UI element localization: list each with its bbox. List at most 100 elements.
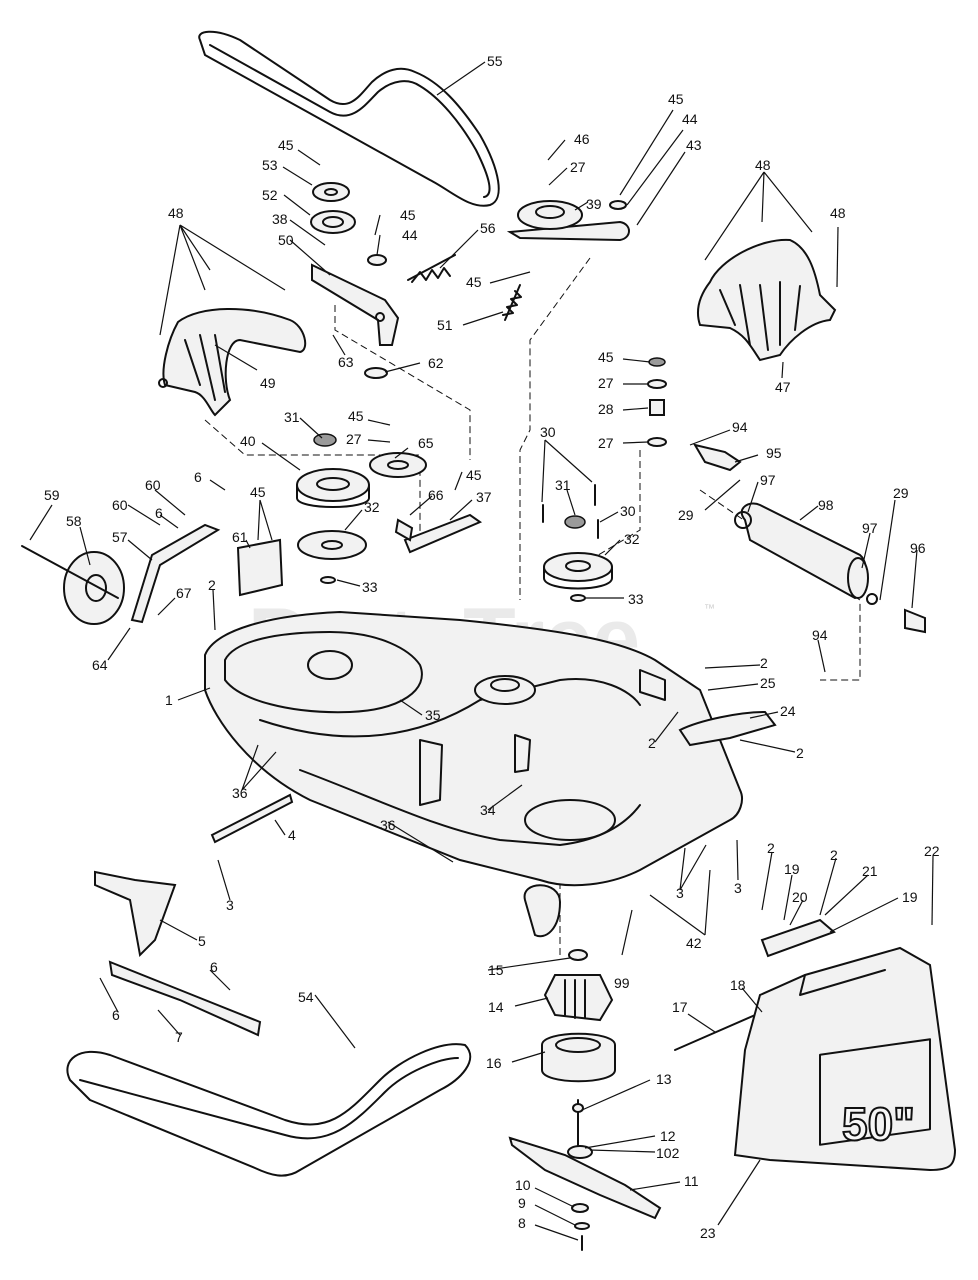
callout-95: 95 <box>766 445 782 461</box>
callout-6: 6 <box>155 505 163 521</box>
callout-32: 32 <box>624 531 640 547</box>
bracket-5 <box>94 870 177 958</box>
callout-33: 33 <box>628 591 644 607</box>
callout-45: 45 <box>668 91 684 107</box>
wheel-axle-bolt <box>21 545 119 599</box>
callout-66: 66 <box>428 487 444 503</box>
callout-6: 6 <box>194 469 202 485</box>
callout-20: 20 <box>792 889 808 905</box>
callout-40: 40 <box>240 433 256 449</box>
callout-36: 36 <box>380 817 396 833</box>
hinge-bracket <box>760 918 836 958</box>
callout-21: 21 <box>862 863 878 879</box>
callout-16: 16 <box>486 1055 502 1071</box>
gauge-wheel <box>63 551 125 625</box>
callout-45: 45 <box>400 207 416 223</box>
callout-2: 2 <box>767 840 775 856</box>
callout-1: 1 <box>165 692 173 708</box>
callout-5: 5 <box>198 933 206 949</box>
callout-45: 45 <box>250 484 266 500</box>
callout-42: 42 <box>686 935 702 951</box>
bar-7 <box>108 960 262 1037</box>
callout-9: 9 <box>518 1195 526 1211</box>
callout-97: 97 <box>862 520 878 536</box>
callout-24: 24 <box>780 703 796 719</box>
callout-63: 63 <box>338 354 354 370</box>
pulley-53 <box>312 182 350 202</box>
callout-13: 13 <box>656 1071 672 1087</box>
callout-99: 99 <box>614 975 630 991</box>
callout-25: 25 <box>760 675 776 691</box>
right-shield <box>697 238 837 362</box>
callout-60: 60 <box>145 477 161 493</box>
callout-97: 97 <box>760 472 776 488</box>
callout-96: 96 <box>910 540 926 556</box>
callout-14: 14 <box>488 999 504 1015</box>
spindle-housing <box>543 974 614 1022</box>
callout-35: 35 <box>425 707 441 723</box>
watermark-trademark: ™ <box>704 603 715 615</box>
callout-55: 55 <box>487 53 503 69</box>
callout-4: 4 <box>288 827 296 843</box>
callout-52: 52 <box>262 187 278 203</box>
spring-56 <box>407 254 456 283</box>
callout-22: 22 <box>924 843 940 859</box>
callout-45: 45 <box>466 274 482 290</box>
callout-53: 53 <box>262 157 278 173</box>
strap-4 <box>210 793 294 844</box>
idler-bracket <box>311 263 400 346</box>
callout-65: 65 <box>418 435 434 451</box>
callout-45: 45 <box>348 408 364 424</box>
callout-102: 102 <box>656 1145 680 1161</box>
callout-27: 27 <box>570 159 586 175</box>
mower-blade <box>508 1136 662 1220</box>
callout-19: 19 <box>902 889 918 905</box>
callout-2: 2 <box>208 577 216 593</box>
callout-30: 30 <box>540 424 556 440</box>
callout-45: 45 <box>278 137 294 153</box>
callout-47: 47 <box>775 379 791 395</box>
callout-29: 29 <box>678 507 694 523</box>
spring-51 <box>502 284 522 321</box>
callout-31: 31 <box>284 409 300 425</box>
bracket-95 <box>692 443 742 472</box>
callout-6: 6 <box>210 959 218 975</box>
callout-44: 44 <box>402 227 418 243</box>
callout-10: 10 <box>515 1177 531 1193</box>
callout-19: 19 <box>784 861 800 877</box>
callout-31: 31 <box>555 477 571 493</box>
callout-3: 3 <box>676 885 684 901</box>
belt-lower <box>66 1043 472 1177</box>
callout-7: 7 <box>175 1029 183 1045</box>
callout-15: 15 <box>488 962 504 978</box>
pulley-32-left <box>297 530 367 560</box>
callout-30: 30 <box>620 503 636 519</box>
callout-45: 45 <box>466 467 482 483</box>
callout-45: 45 <box>598 349 614 365</box>
callout-44: 44 <box>682 111 698 127</box>
callout-33: 33 <box>362 579 378 595</box>
callout-12: 12 <box>660 1128 676 1144</box>
callout-59: 59 <box>44 487 60 503</box>
callout-49: 49 <box>260 375 276 391</box>
callout-labels: 55 45 53 52 38 50 45 44 56 45 51 63 62 4… <box>44 53 940 1241</box>
callout-38: 38 <box>272 211 288 227</box>
callout-39: 39 <box>586 196 602 212</box>
callout-62: 62 <box>428 355 444 371</box>
pulley-52 <box>310 210 356 234</box>
pulley-65 <box>369 452 427 478</box>
bracket-96 <box>904 608 926 634</box>
callout-2: 2 <box>648 735 656 751</box>
bracket-37 <box>403 513 483 554</box>
callout-34: 34 <box>480 802 496 818</box>
callout-17: 17 <box>672 999 688 1015</box>
callout-27: 27 <box>346 431 362 447</box>
pulley-40 <box>296 468 370 502</box>
callout-23: 23 <box>700 1225 716 1241</box>
callout-54: 54 <box>298 989 314 1005</box>
callout-8: 8 <box>518 1215 526 1231</box>
callout-98: 98 <box>818 497 834 513</box>
callout-94: 94 <box>812 627 828 643</box>
callout-51: 51 <box>437 317 453 333</box>
